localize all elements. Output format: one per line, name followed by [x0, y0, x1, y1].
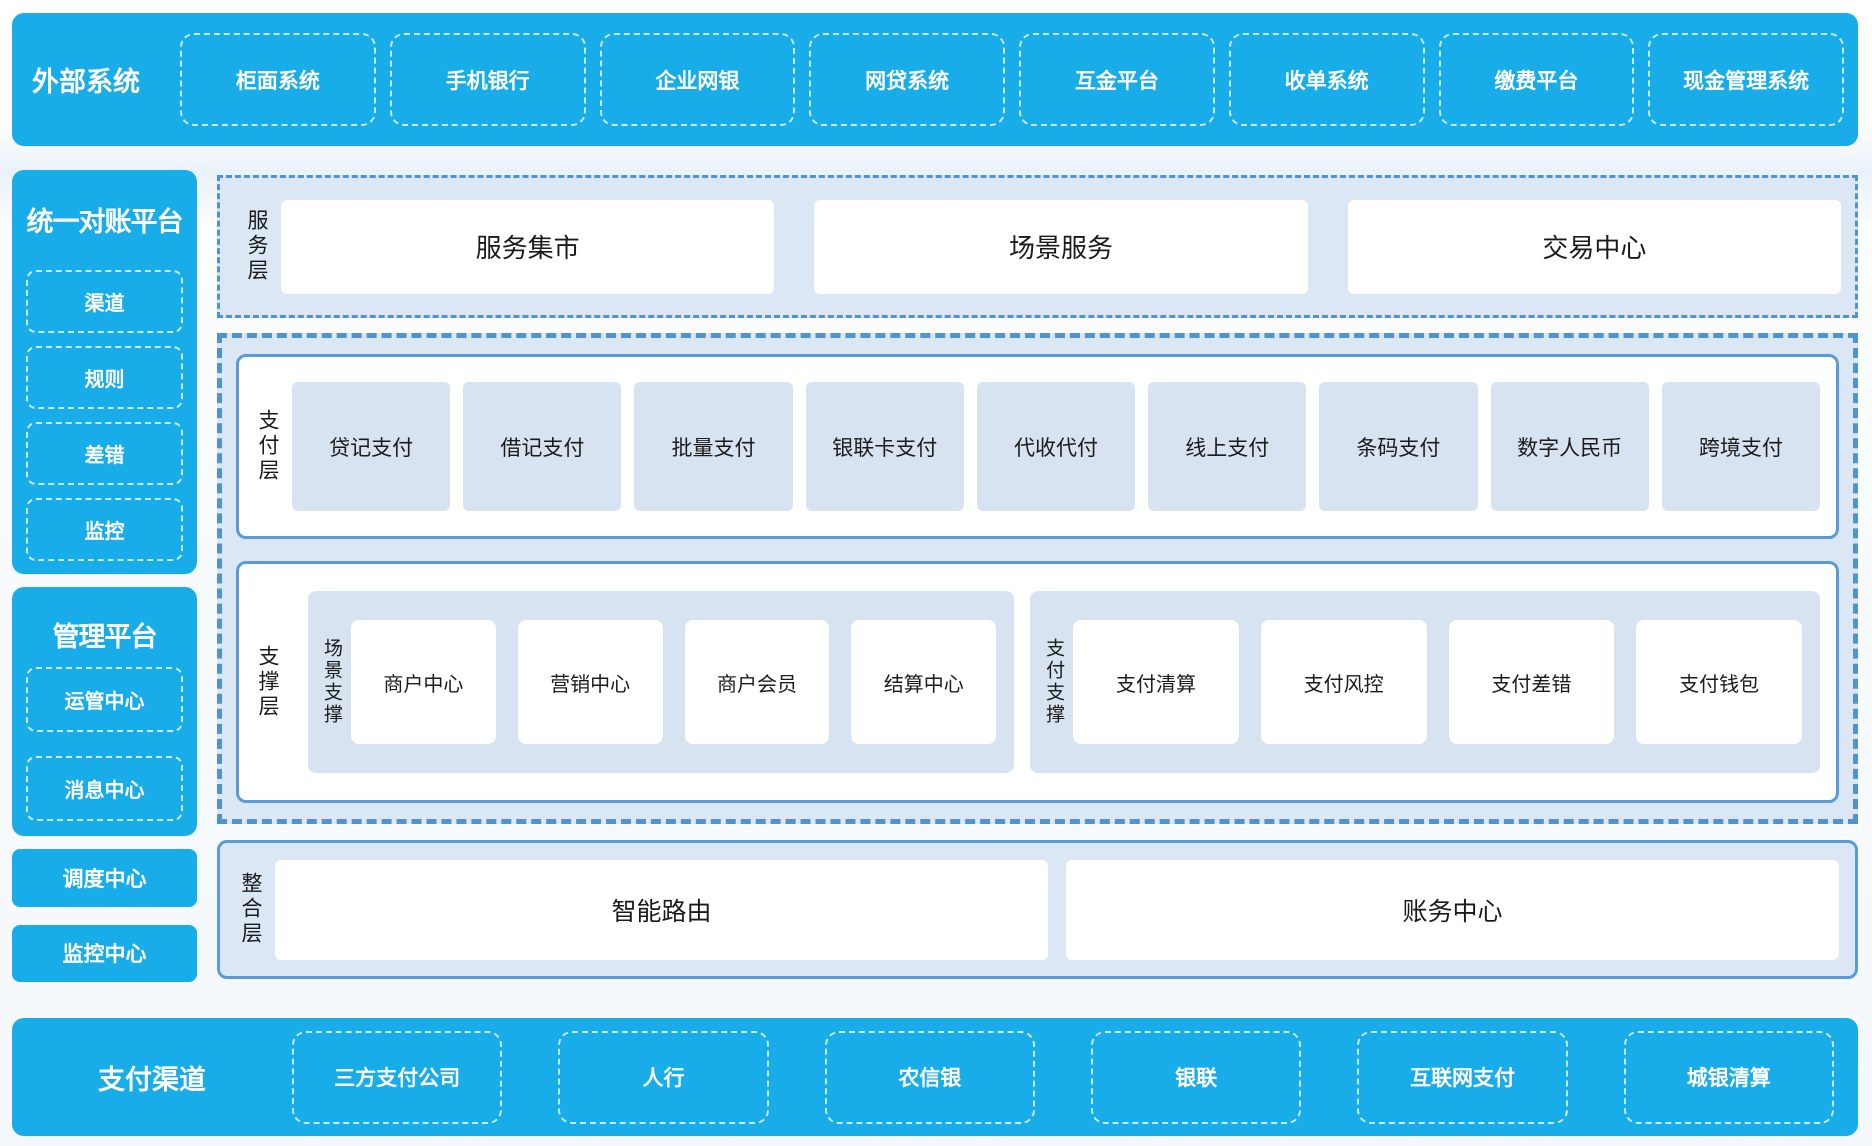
external-system-chip: 收单系统 [1228, 33, 1425, 126]
external-systems-title: 外部系统 [32, 67, 140, 97]
payment-support-items: 支付清算支付风控支付差错支付钱包 [1073, 620, 1803, 744]
layers-column: 服务层 服务集市场景服务交易中心 支付层 贷记支付借记支付批量支付银联卡支付代收… [217, 170, 1858, 982]
service-layer-items: 服务集市场景服务交易中心 [281, 199, 1841, 294]
integration-layer: 整合层 智能路由账务中心 [217, 840, 1858, 979]
service-item-box: 服务集市 [281, 199, 775, 294]
payment-channels-items: 三方支付公司人行农信银银联互联网支付城银清算 [292, 1030, 1834, 1124]
reconciliation-item-chip: 监控 [26, 498, 183, 561]
payment-channels-title: 支付渠道 [98, 1064, 206, 1095]
scene-support-card: 商户会员 [684, 620, 830, 744]
reconciliation-item-chip: 规则 [26, 346, 183, 409]
diagram-body: 统一对账平台 渠道规则差错监控 管理平台 运管中心消息中心 调度中心 监控中心 … [12, 170, 1858, 982]
payment-support-card: 支付风控 [1260, 620, 1427, 744]
payment-layer-items: 贷记支付借记支付批量支付银联卡支付代收代付线上支付条码支付数字人民币跨境支付 [292, 382, 1820, 511]
reconciliation-item-chip: 渠道 [26, 270, 183, 333]
scene-support-card: 商户中心 [351, 620, 496, 744]
reconciliation-platform-group: 统一对账平台 渠道规则差错监控 [12, 170, 197, 574]
external-system-chip: 企业网银 [599, 33, 796, 126]
payment-item-box: 借记支付 [463, 382, 622, 511]
payment-item-box: 数字人民币 [1490, 382, 1649, 511]
payment-item-box: 贷记支付 [292, 382, 451, 511]
core-layers-container: 支付层 贷记支付借记支付批量支付银联卡支付代收代付线上支付条码支付数字人民币跨境… [217, 333, 1858, 824]
external-system-chip: 互金平台 [1019, 33, 1215, 126]
service-layer: 服务层 服务集市场景服务交易中心 [217, 175, 1858, 318]
payment-item-box: 条码支付 [1319, 382, 1478, 511]
payment-support-card: 支付清算 [1073, 620, 1239, 744]
payment-channel-chip: 城银清算 [1623, 1030, 1834, 1124]
payment-item-box: 线上支付 [1148, 382, 1307, 511]
integration-item-box: 智能路由 [275, 859, 1048, 960]
management-platform-title: 管理平台 [52, 622, 158, 652]
payment-support-card: 支付差错 [1448, 620, 1615, 744]
management-item-chip: 消息中心 [26, 756, 183, 821]
reconciliation-item-chip: 差错 [26, 422, 183, 485]
payment-channel-chip: 三方支付公司 [292, 1030, 503, 1124]
external-system-chip: 缴费平台 [1438, 33, 1635, 126]
payment-channel-chip: 人行 [558, 1030, 769, 1124]
reconciliation-platform-title: 统一对账平台 [26, 207, 184, 237]
payment-support-label: 支付支撑 [1043, 638, 1065, 726]
payment-layer: 支付层 贷记支付借记支付批量支付银联卡支付代收代付线上支付条码支付数字人民币跨境… [236, 354, 1839, 539]
payment-support-card: 支付钱包 [1636, 620, 1803, 744]
payment-support-group: 支付支撑 支付清算支付风控支付差错支付钱包 [1030, 591, 1820, 773]
service-item-box: 交易中心 [1347, 199, 1841, 294]
scene-support-items: 商户中心营销中心商户会员结算中心 [351, 620, 997, 744]
integration-item-box: 账务中心 [1066, 859, 1839, 960]
payment-channels-bar: 支付渠道 三方支付公司人行农信银银联互联网支付城银清算 [12, 1018, 1858, 1136]
management-item-chip: 运管中心 [26, 667, 183, 732]
payment-channel-chip: 农信银 [824, 1030, 1035, 1124]
management-platform-group: 管理平台 运管中心消息中心 [12, 587, 197, 836]
service-layer-label: 服务层 [245, 209, 268, 284]
management-platform-items: 运管中心消息中心 [26, 667, 183, 821]
dispatch-center-box: 调度中心 [12, 849, 197, 907]
integration-layer-items: 智能路由账务中心 [275, 859, 1839, 960]
payment-channel-chip: 互联网支付 [1357, 1030, 1568, 1124]
payment-channel-chip: 银联 [1090, 1030, 1302, 1124]
monitor-center-box: 监控中心 [12, 924, 197, 982]
external-system-chip: 手机银行 [389, 33, 586, 126]
scene-support-card: 营销中心 [517, 620, 663, 744]
external-system-chip: 柜面系统 [180, 33, 376, 126]
reconciliation-platform-items: 渠道规则差错监控 [26, 270, 183, 561]
payment-layer-label: 支付层 [256, 409, 279, 484]
payment-item-box: 批量支付 [634, 382, 793, 511]
scene-support-card: 结算中心 [851, 620, 997, 744]
external-systems-bar: 外部系统 柜面系统手机银行企业网银网贷系统互金平台收单系统缴费平台现金管理系统 [12, 13, 1858, 146]
support-layer: 支撑层 场景支撑 商户中心营销中心商户会员结算中心 支付支撑 支付清算支付风控支… [236, 561, 1839, 803]
service-item-box: 场景服务 [814, 199, 1308, 294]
payment-item-box: 银联卡支付 [805, 382, 964, 511]
external-system-chip: 现金管理系统 [1648, 33, 1844, 126]
support-layer-label: 支撑层 [256, 644, 279, 720]
external-system-chip: 网贷系统 [809, 33, 1005, 126]
payment-item-box: 代收代付 [976, 382, 1136, 511]
external-systems-items: 柜面系统手机银行企业网银网贷系统互金平台收单系统缴费平台现金管理系统 [180, 33, 1844, 126]
scene-support-label: 场景支撑 [321, 638, 342, 726]
left-sidebar: 统一对账平台 渠道规则差错监控 管理平台 运管中心消息中心 调度中心 监控中心 [12, 170, 197, 982]
payment-item-box: 跨境支付 [1661, 382, 1820, 511]
integration-layer-label: 整合层 [239, 872, 262, 947]
scene-support-group: 场景支撑 商户中心营销中心商户会员结算中心 [308, 591, 1015, 773]
